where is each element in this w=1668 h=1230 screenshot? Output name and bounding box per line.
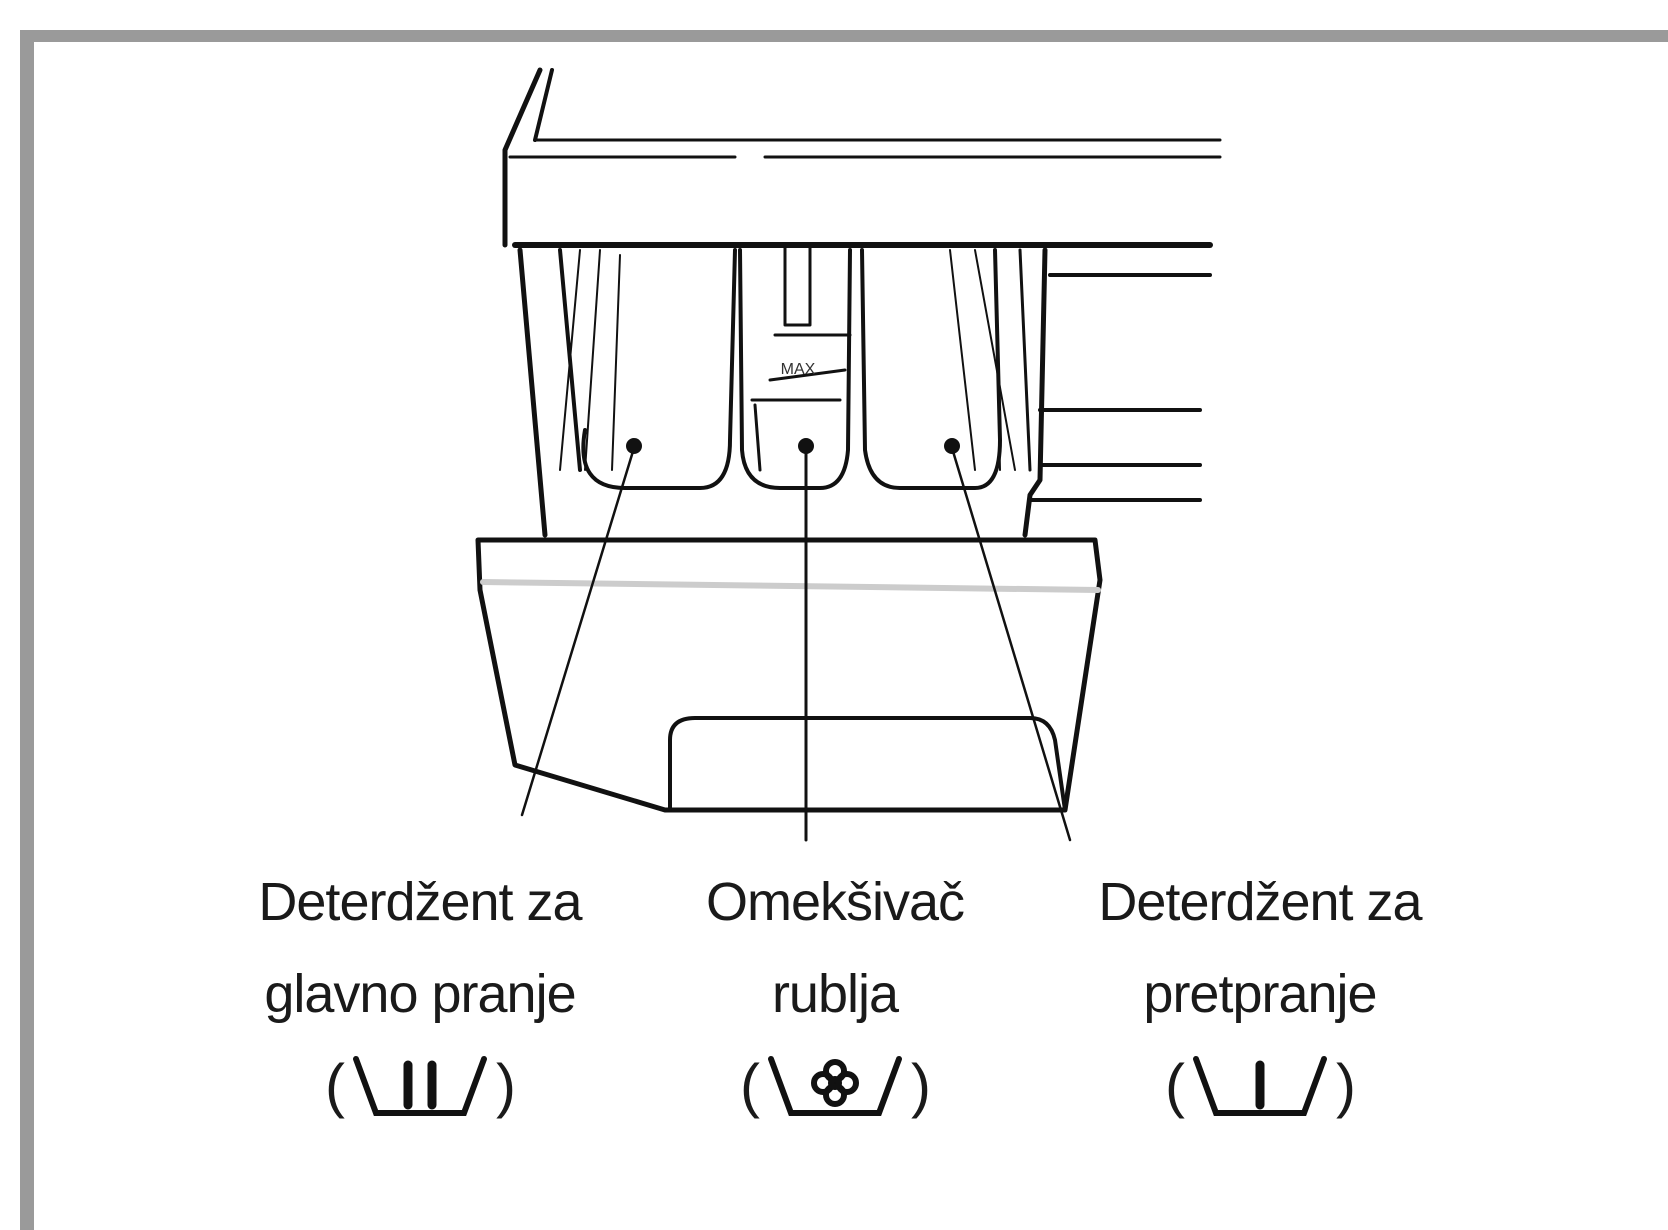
cup-softener-siphon bbox=[768, 246, 852, 382]
machine-top-edge-inner bbox=[533, 68, 554, 142]
leader-main-wash bbox=[520, 446, 636, 817]
cup-main-wash bbox=[581, 248, 737, 490]
drawer-front-highlight bbox=[480, 579, 1101, 593]
slot-right-wall3 bbox=[974, 249, 1016, 471]
cup-prewash bbox=[860, 248, 1002, 490]
basin-II-icon bbox=[353, 1056, 487, 1116]
drawer-handle bbox=[668, 716, 1067, 812]
label-prewash-symbol: ( ) bbox=[1040, 1040, 1480, 1132]
leader-dot-prewash bbox=[944, 438, 960, 454]
label-softener: Omekšivač rublja ( ) bbox=[665, 856, 1005, 1132]
paren-close: ) bbox=[911, 1052, 931, 1119]
paren-close: ) bbox=[1336, 1052, 1356, 1119]
cup-softener bbox=[738, 248, 852, 490]
paren-close: ) bbox=[496, 1052, 516, 1119]
paren-open: ( bbox=[740, 1052, 760, 1119]
label-softener-symbol: ( ) bbox=[665, 1040, 1005, 1132]
leader-dot-softener bbox=[798, 438, 814, 454]
slot-right-wall bbox=[1022, 247, 1048, 538]
label-main-wash-symbol: ( ) bbox=[200, 1040, 640, 1132]
label-main-wash-line1: Deterdžent za bbox=[258, 872, 582, 932]
slot-right-wall4 bbox=[949, 249, 976, 471]
drawer-front bbox=[475, 537, 1103, 813]
leader-dot-main-wash bbox=[626, 438, 642, 454]
frame-border bbox=[20, 30, 1668, 1230]
machine-top-edge bbox=[502, 67, 543, 248]
leader-prewash bbox=[950, 446, 1072, 842]
machine-right-lines bbox=[1028, 273, 1212, 502]
slot-left-wall bbox=[517, 247, 548, 538]
label-prewash-line2: pretpranje bbox=[1143, 964, 1377, 1024]
label-prewash: Deterdžent za pretpranje ( ) bbox=[1040, 856, 1480, 1132]
max-marker: MAX bbox=[781, 361, 816, 378]
diagram-frame: MAX Deterdžent za glavno pranje ( ) Omek… bbox=[20, 30, 1668, 1230]
paren-open: ( bbox=[1165, 1052, 1185, 1119]
cup-softener-inner bbox=[750, 398, 842, 472]
slot-left-wall4 bbox=[584, 249, 601, 471]
slot-right-wall2 bbox=[1018, 248, 1032, 472]
label-prewash-line1: Deterdžent za bbox=[1098, 872, 1422, 932]
label-softener-line2: rublja bbox=[771, 964, 899, 1024]
label-softener-line1: Omekšivač bbox=[705, 872, 965, 932]
basin-I-icon bbox=[1193, 1056, 1327, 1116]
detergent-drawer-drawing: MAX bbox=[475, 67, 1222, 842]
slot-left-wall3 bbox=[559, 249, 581, 471]
paren-open: ( bbox=[325, 1052, 345, 1119]
label-main-wash: Deterdžent za glavno pranje ( ) bbox=[200, 856, 640, 1132]
label-main-wash-line2: glavno pranje bbox=[264, 964, 576, 1024]
basin-flower-icon bbox=[768, 1056, 902, 1116]
slot-left-wall5 bbox=[611, 254, 621, 471]
